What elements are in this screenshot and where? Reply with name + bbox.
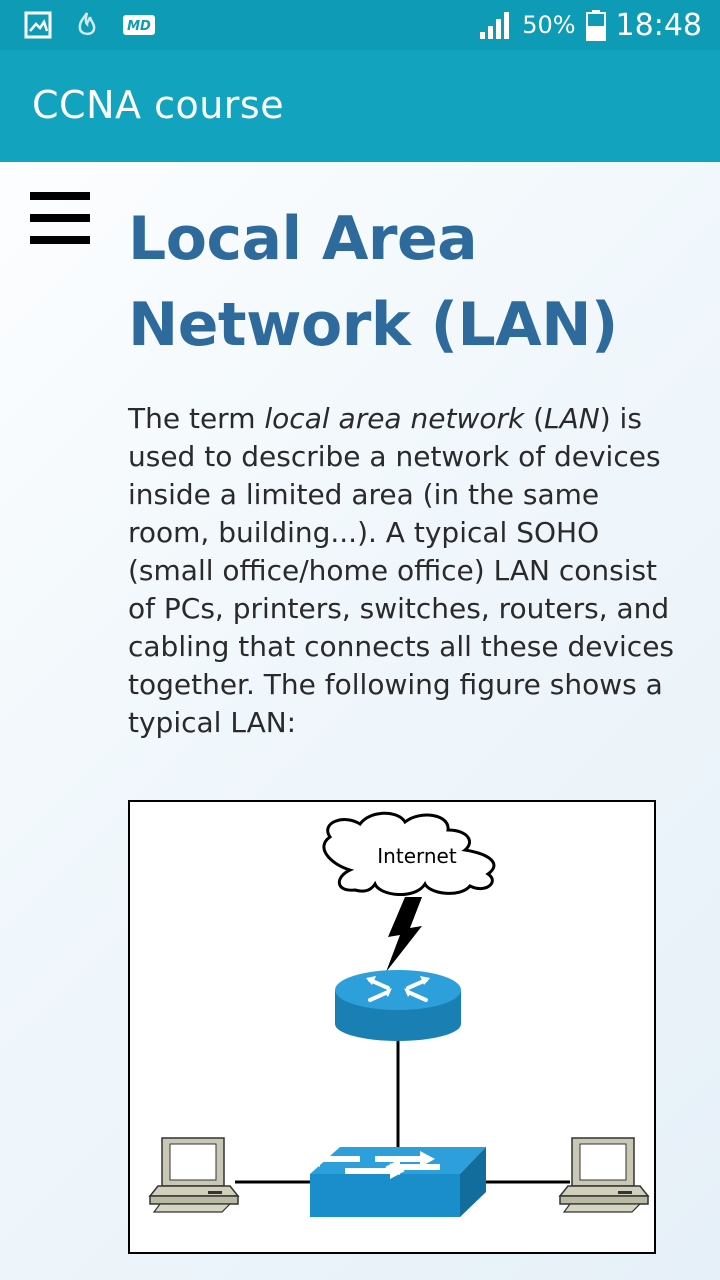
lan-diagram: Internet [128, 800, 656, 1254]
clock: 18:48 [615, 7, 702, 43]
md-icon: MD [123, 15, 155, 35]
page-title: Local Area Network (LAN) [128, 196, 688, 368]
menu-icon[interactable] [30, 192, 90, 252]
internet-cloud: Internet [322, 811, 496, 897]
battery-icon [585, 10, 606, 41]
abbr-emphasis: LAN [544, 402, 600, 435]
term-emphasis: local area network [264, 402, 525, 435]
article-paragraph: The term local area network (LAN) is use… [128, 402, 675, 739]
lightning-icon [386, 897, 422, 972]
status-bar: MD 50% 18:48 [0, 0, 720, 50]
switch-icon [305, 1147, 486, 1217]
battery-percent: 50% [522, 11, 576, 39]
right-pc-icon [558, 1137, 650, 1213]
cloud-label: Internet [377, 844, 457, 868]
gallery-icon [24, 11, 52, 39]
flame-icon [78, 12, 96, 36]
router-icon [335, 970, 461, 1041]
left-pc-icon [148, 1137, 240, 1213]
signal-icon [480, 12, 510, 39]
page-title-line-1: Local Area [128, 204, 478, 274]
app-bar: CCNA course [0, 50, 720, 162]
page-title-line-2: Network (LAN) [128, 290, 618, 360]
app-title: CCNA course [32, 83, 285, 127]
svg-text:MD: MD [127, 19, 151, 34]
